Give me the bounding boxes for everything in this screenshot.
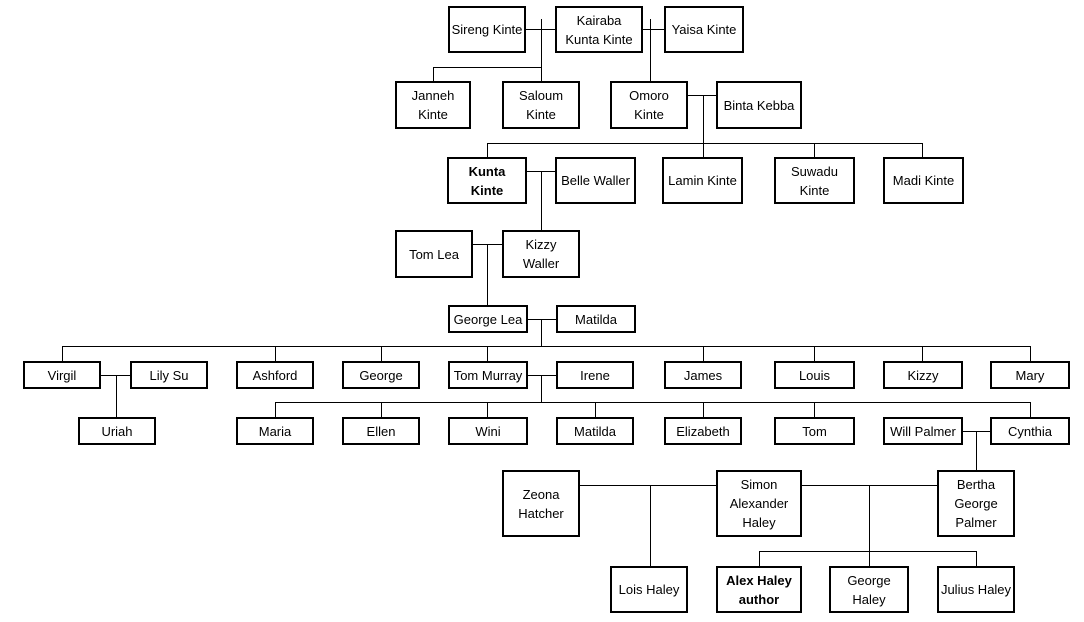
- person-box-matilda2: Matilda: [556, 417, 634, 445]
- connector-line: [643, 28, 664, 30]
- connector-line: [473, 243, 502, 245]
- person-box-saloum: Saloum Kinte: [502, 81, 580, 129]
- connector-line: [275, 401, 1030, 403]
- person-box-alex: Alex Haley author: [716, 566, 802, 613]
- connector-line: [380, 402, 382, 417]
- person-box-binta: Binta Kebba: [716, 81, 802, 129]
- connector-line: [802, 484, 937, 486]
- person-box-tomlea: Tom Lea: [395, 230, 473, 278]
- connector-line: [594, 402, 596, 417]
- person-box-mary: Mary: [990, 361, 1070, 389]
- connector-line: [759, 550, 976, 552]
- person-box-george1: George: [342, 361, 420, 389]
- connector-line: [540, 67, 542, 81]
- connector-line: [432, 67, 434, 81]
- person-box-madi: Madi Kinte: [883, 157, 964, 204]
- person-box-lamin: Lamin Kinte: [662, 157, 743, 204]
- person-box-simon: Simon Alexander Haley: [716, 470, 802, 537]
- person-box-irene: Irene: [556, 361, 634, 389]
- person-box-kizzy2: Kizzy: [883, 361, 963, 389]
- person-box-suwadu: Suwadu Kinte: [774, 157, 855, 204]
- person-box-georgelea: George Lea: [448, 305, 528, 333]
- person-box-lois: Lois Haley: [610, 566, 688, 613]
- person-box-willpalmer: Will Palmer: [883, 417, 963, 445]
- person-box-elizabeth: Elizabeth: [664, 417, 742, 445]
- connector-line: [486, 346, 488, 361]
- person-box-omoro: Omoro Kinte: [610, 81, 688, 129]
- person-box-kizzyw: Kizzy Waller: [502, 230, 580, 278]
- connector-line: [528, 374, 556, 376]
- connector-line: [580, 484, 716, 486]
- person-box-janneh: Janneh Kinte: [395, 81, 471, 129]
- person-box-zeona: Zeona Hatcher: [502, 470, 580, 537]
- connector-line: [921, 346, 923, 361]
- connector-line: [813, 346, 815, 361]
- connector-line: [274, 346, 276, 361]
- connector-line: [115, 375, 117, 417]
- connector-line: [688, 94, 716, 96]
- connector-line: [649, 485, 651, 566]
- connector-line: [963, 430, 990, 432]
- connector-line: [61, 346, 63, 361]
- connector-line: [486, 244, 488, 305]
- person-box-kairaba: Kairaba Kunta Kinte: [555, 6, 643, 53]
- connector-line: [702, 402, 704, 417]
- person-box-kunta: Kunta Kinte: [447, 157, 527, 204]
- person-box-virgil: Virgil: [23, 361, 101, 389]
- connector-line: [975, 551, 977, 566]
- connector-line: [540, 375, 542, 402]
- connector-line: [649, 19, 651, 81]
- person-box-lilysu: Lily Su: [130, 361, 208, 389]
- person-box-james: James: [664, 361, 742, 389]
- connector-line: [62, 345, 1030, 347]
- person-box-sireng: Sireng Kinte: [448, 6, 526, 53]
- person-box-matilda1: Matilda: [556, 305, 636, 333]
- person-box-georgehaley: George Haley: [829, 566, 909, 613]
- connector-line: [975, 431, 977, 470]
- person-box-belle: Belle Waller: [555, 157, 636, 204]
- connector-line: [433, 66, 541, 68]
- person-box-yaisa: Yaisa Kinte: [664, 6, 744, 53]
- connector-line: [1029, 402, 1031, 417]
- connector-line: [702, 346, 704, 361]
- connector-line: [487, 142, 922, 144]
- person-box-uriah: Uriah: [78, 417, 156, 445]
- person-box-cynthia: Cynthia: [990, 417, 1070, 445]
- person-box-tom2: Tom: [774, 417, 855, 445]
- person-box-louis: Louis: [774, 361, 855, 389]
- connector-line: [540, 19, 542, 67]
- connector-line: [540, 319, 542, 346]
- connector-line: [702, 95, 704, 143]
- person-box-julius: Julius Haley: [937, 566, 1015, 613]
- connector-line: [486, 143, 488, 157]
- connector-line: [813, 402, 815, 417]
- connector-line: [528, 318, 556, 320]
- connector-line: [921, 143, 923, 157]
- person-box-ellen: Ellen: [342, 417, 420, 445]
- connector-line: [868, 485, 870, 566]
- connector-line: [758, 551, 760, 566]
- connector-line: [1029, 346, 1031, 361]
- connector-line: [702, 143, 704, 157]
- person-box-wini: Wini: [448, 417, 528, 445]
- person-box-tommurray: Tom Murray: [448, 361, 528, 389]
- connector-line: [813, 143, 815, 157]
- connector-line: [380, 346, 382, 361]
- person-box-maria: Maria: [236, 417, 314, 445]
- person-box-bertha: Bertha George Palmer: [937, 470, 1015, 537]
- connector-line: [274, 402, 276, 417]
- connector-line: [486, 402, 488, 417]
- person-box-ashford: Ashford: [236, 361, 314, 389]
- connector-line: [540, 171, 542, 244]
